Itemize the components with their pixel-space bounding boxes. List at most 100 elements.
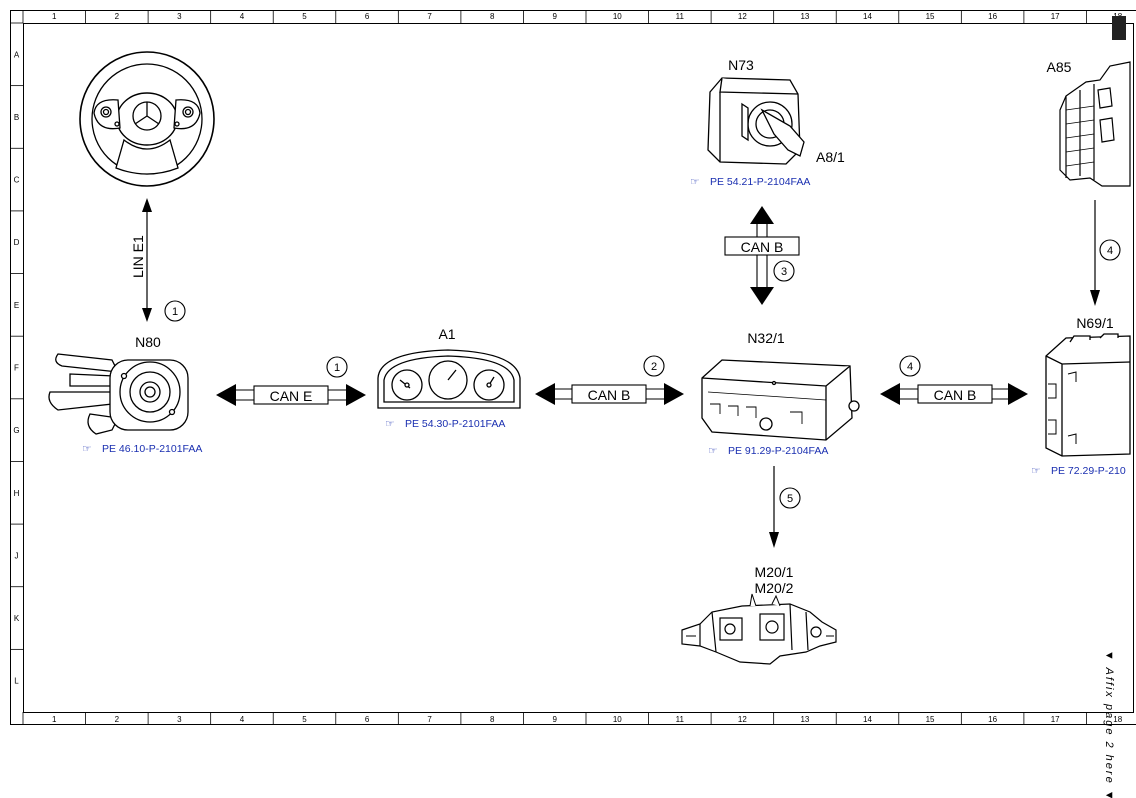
can-b-link-n32-n69 [880, 383, 1028, 405]
a85-unit-icon [1059, 61, 1131, 187]
instrument-cluster-icon [377, 349, 521, 409]
grid-column-label: 8 [490, 12, 495, 21]
grid-column-label: 10 [613, 715, 622, 724]
grid-column-label: 18 [1113, 715, 1122, 724]
grid-column-label: 11 [676, 12, 685, 21]
grid-column-label: 12 [738, 715, 747, 724]
grid-row-label: E [14, 301, 19, 310]
component-label-a85: A85 [1047, 59, 1072, 75]
component-label-a8-1: A8/1 [816, 149, 845, 165]
grid-row-label: B [14, 113, 19, 122]
grid-column-label: 13 [800, 715, 809, 724]
lin-e1-label: LIN E1 [130, 235, 146, 278]
grid-row-label: K [14, 614, 20, 623]
can-b-label: CAN B [741, 239, 784, 255]
reference-code[interactable]: PE 72.29-P-210 [1051, 465, 1126, 477]
reference-code[interactable]: PE 54.21-P-2104FAA [710, 176, 810, 188]
grid-column-label: 9 [552, 715, 557, 724]
grid-column-label: 4 [240, 12, 245, 21]
step-badge-can-b-right: 4 [899, 355, 921, 377]
pointer-hand-icon: ☞ [690, 176, 699, 188]
grid-column-label: 14 [863, 12, 872, 21]
door-control-unit-icon [1045, 333, 1131, 457]
reference-a1[interactable]: ☞ PE 54.30-P-2101FAA [385, 418, 505, 430]
grid-column-label: 5 [302, 715, 307, 724]
grid-column-label: 14 [863, 715, 872, 724]
grid-row-label: C [14, 176, 20, 185]
can-b-link-a1-n32 [535, 383, 684, 405]
grid-column-label: 17 [1051, 12, 1060, 21]
component-label-m20-2: M20/2 [755, 580, 794, 596]
grid-labels: 1122334455667788991010111112121313141415… [10, 10, 1123, 725]
grid-column-label: 15 [926, 12, 935, 21]
component-label-n80: N80 [135, 334, 161, 350]
page-tab-marker [1112, 16, 1126, 40]
grid-row-label: G [13, 426, 19, 435]
inner-frame [23, 23, 1134, 713]
steering-column-module-icon [48, 353, 189, 435]
grid-column-label: 2 [115, 715, 120, 724]
reference-n73[interactable]: ☞ PE 54.21-P-2104FAA [690, 176, 810, 188]
grid-column-label: 3 [177, 715, 182, 724]
step-badge-a85: 4 [1099, 239, 1121, 261]
grid-row-label: H [14, 489, 20, 498]
grid-column-label: 1 [52, 715, 57, 724]
component-label-n32-1: N32/1 [747, 330, 785, 346]
grid-row-label: A [14, 50, 20, 59]
step-badge-lin: 1 [164, 300, 186, 322]
grid-column-label: 4 [240, 715, 245, 724]
step-badge-can-e: 1 [326, 356, 348, 378]
grid-column-label: 3 [177, 12, 182, 21]
step-badge-can-b-left: 2 [643, 355, 665, 377]
affix-page-note: ▼ Affix page 2 here ▼ [1103, 650, 1115, 798]
grid-row-label: J [15, 551, 19, 560]
pointer-hand-icon: ☞ [82, 443, 91, 455]
a85-link [1090, 200, 1100, 306]
pointer-hand-icon: ☞ [385, 418, 394, 430]
step-number: 2 [651, 361, 657, 373]
grid-column-label: 2 [115, 12, 120, 21]
grid-row-label: F [14, 364, 19, 373]
motor-link [769, 466, 779, 548]
step-number: 1 [172, 306, 178, 318]
grid-column-label: 7 [427, 12, 432, 21]
lin-e1-link [142, 198, 152, 322]
grid-column-label: 9 [552, 12, 557, 21]
adjustment-motor-icon [681, 593, 837, 665]
can-b-label: CAN B [934, 387, 977, 403]
grid-column-label: 16 [988, 12, 997, 21]
steering-wheel-icon [79, 51, 215, 187]
component-label-a1: A1 [438, 326, 455, 342]
reference-n32-1[interactable]: ☞ PE 91.29-P-2104FAA [708, 445, 828, 457]
grid-column-label: 12 [738, 12, 747, 21]
grid-column-label: 10 [613, 12, 622, 21]
reference-code[interactable]: PE 54.30-P-2101FAA [405, 418, 505, 430]
grid-column-label: 11 [676, 715, 685, 724]
grid-column-label: 8 [490, 715, 495, 724]
grid-column-label: 1 [52, 12, 57, 21]
reference-n69-1[interactable]: ☞ PE 72.29-P-210 [1031, 465, 1126, 477]
grid-row-label: L [14, 677, 19, 686]
component-label-n69-1: N69/1 [1076, 315, 1114, 331]
component-label-m20-1: M20/1 [755, 564, 794, 580]
grid-column-label: 6 [365, 715, 370, 724]
ignition-switch-icon [707, 77, 805, 165]
step-number: 5 [787, 493, 793, 505]
grid-column-label: 7 [427, 715, 432, 724]
can-e-link [216, 384, 366, 406]
step-badge-can-b-up: 3 [773, 260, 795, 282]
outer-frame [10, 10, 1136, 725]
step-number: 3 [781, 266, 787, 278]
reference-n80[interactable]: ☞ PE 46.10-P-2101FAA [82, 443, 202, 455]
grid-column-label: 13 [800, 12, 809, 21]
seat-control-unit-icon [701, 359, 860, 441]
reference-code[interactable]: PE 91.29-P-2104FAA [728, 445, 828, 457]
grid-column-label: 17 [1051, 715, 1060, 724]
grid-column-label: 16 [988, 715, 997, 724]
grid-row-label: D [14, 238, 20, 247]
component-label-n73: N73 [728, 57, 754, 73]
grid-column-label: 15 [926, 715, 935, 724]
reference-code[interactable]: PE 46.10-P-2101FAA [102, 443, 202, 455]
pointer-hand-icon: ☞ [708, 445, 717, 457]
can-e-label: CAN E [270, 388, 313, 404]
